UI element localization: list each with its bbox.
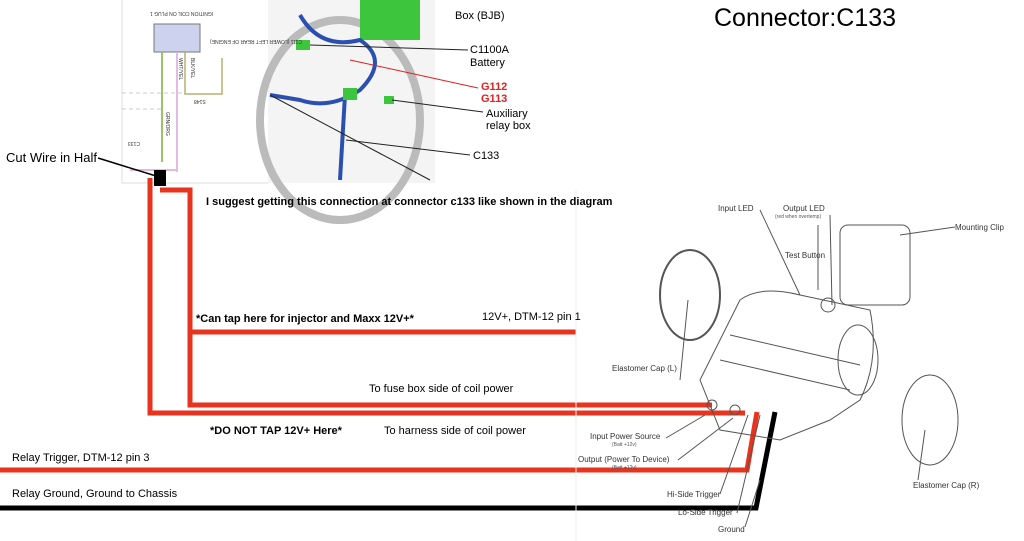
- wire-harness-side: [147, 178, 745, 416]
- c1100a-label: C1100A: [470, 44, 509, 56]
- relay-device-drawing: [659, 209, 959, 528]
- c111-label: C111 (LOWER LEFT REAR OF ENGINE): [210, 38, 302, 44]
- test-button-label: Test Button: [785, 251, 826, 260]
- ground-label: Ground: [718, 525, 745, 534]
- aux-label-1: Auxiliary: [486, 108, 528, 120]
- g112-label: G112: [481, 81, 508, 93]
- hi-side-trigger-label: Hi-Side Trigger: [667, 490, 721, 499]
- wire1-label: GRN/ORG: [164, 112, 170, 136]
- box-bjb-label: Box (BJB): [455, 10, 505, 22]
- output-led-note: (red when overtemp): [775, 214, 822, 220]
- coil-label: IGNITION COIL ON PLUG 1: [150, 10, 214, 16]
- wire-relay-ground: [0, 411, 778, 511]
- wire-blk-yel: [184, 52, 223, 95]
- wiring-schematic: [121, 0, 268, 184]
- schematic-c133-label: C133: [128, 140, 140, 146]
- mounting-clip-label: Mounting Clip: [955, 223, 1004, 232]
- input-power-label: Input Power Source: [590, 432, 661, 441]
- wire2-label: WHT/YEL: [177, 58, 183, 81]
- fuse-side-label: To fuse box side of coil power: [369, 383, 514, 395]
- relay-ground-label: Relay Ground, Ground to Chassis: [12, 488, 178, 500]
- can-tap-note: *Can tap here for injector and Maxx 12V+…: [196, 313, 414, 325]
- wire-fuse-side: [160, 187, 712, 408]
- cut-wire-arrow: [97, 157, 157, 177]
- cut-point-connector: [154, 170, 166, 186]
- relay-trigger-label: Relay Trigger, DTM-12 pin 3: [12, 452, 150, 464]
- elastomer-cap-right-label: Elastomer Cap (R): [913, 481, 980, 490]
- lo-side-trigger-label: Lo-Side Trigger: [678, 508, 733, 517]
- do-not-tap-note: *DO NOT TAP 12V+ Here*: [210, 425, 342, 437]
- input-led-label: Input LED: [718, 204, 754, 213]
- pin1-label: 12V+, DTM-12 pin 1: [482, 311, 581, 323]
- output-led-label: Output LED: [783, 204, 825, 213]
- wires: [0, 157, 778, 541]
- g113-label: G113: [481, 93, 508, 105]
- cut-wire-label: Cut Wire in Half: [6, 150, 98, 165]
- ignition-coil-box: [153, 23, 201, 53]
- engine-bay-photo: [256, 0, 484, 224]
- splice-label: S148: [194, 98, 206, 104]
- output-power-label: Output (Power To Device): [578, 455, 670, 464]
- elastomer-cap-left-label: Elastomer Cap (L): [612, 364, 677, 373]
- battery-label: Battery: [470, 57, 505, 69]
- page-title: Connector:C133: [714, 4, 897, 32]
- suggestion-note: I suggest getting this connection at con…: [206, 196, 613, 208]
- harness-side-label: To harness side of coil power: [384, 425, 526, 437]
- photo-c133-label: C133: [473, 150, 500, 162]
- output-power-note: (Batt +12v): [612, 465, 637, 471]
- input-power-note: (Batt +12v): [612, 442, 637, 448]
- wire3-label: BLK/YEL: [189, 58, 195, 79]
- aux-label-2: relay box: [486, 120, 531, 132]
